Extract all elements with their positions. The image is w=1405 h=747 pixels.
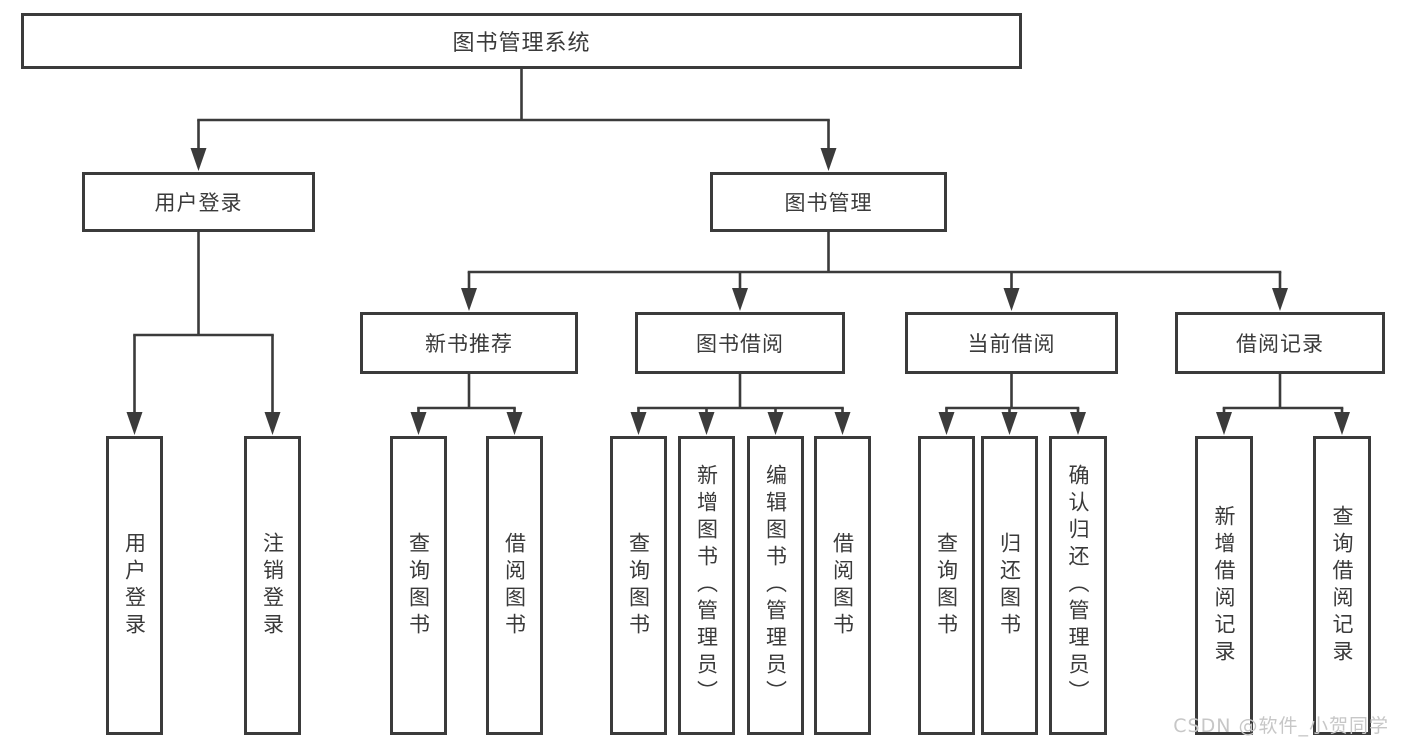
node-add-borrow-record: 新增借阅记录: [1195, 436, 1253, 735]
node-current-borrowing: 当前借阅: [905, 312, 1118, 374]
node-borrow-books-recommend: 借阅图书: [486, 436, 543, 735]
node-query-books-recommend: 查询图书: [390, 436, 447, 735]
node-add-books-admin: 新增图书（管理员）: [678, 436, 735, 735]
node-new-book-recommend: 新书推荐: [360, 312, 578, 374]
node-logout: 注销登录: [244, 436, 301, 735]
node-library-system-root: 图书管理系统: [21, 13, 1022, 69]
node-borrowing-records: 借阅记录: [1175, 312, 1385, 374]
node-user-login: 用户登录: [82, 172, 315, 232]
node-edit-books-admin: 编辑图书（管理员）: [747, 436, 804, 735]
node-query-borrow-record: 查询借阅记录: [1313, 436, 1371, 735]
node-return-books: 归还图书: [981, 436, 1038, 735]
node-query-books-current: 查询图书: [918, 436, 975, 735]
node-book-borrowing: 图书借阅: [635, 312, 845, 374]
node-query-books-borrowing: 查询图书: [610, 436, 667, 735]
csdn-watermark: CSDN @软件_小贺同学: [1173, 715, 1389, 737]
node-borrow-books-borrowing: 借阅图书: [814, 436, 871, 735]
node-user-login-leaf: 用户登录: [106, 436, 163, 735]
node-book-management: 图书管理: [710, 172, 947, 232]
node-confirm-return-admin: 确认归还（管理员）: [1049, 436, 1107, 735]
